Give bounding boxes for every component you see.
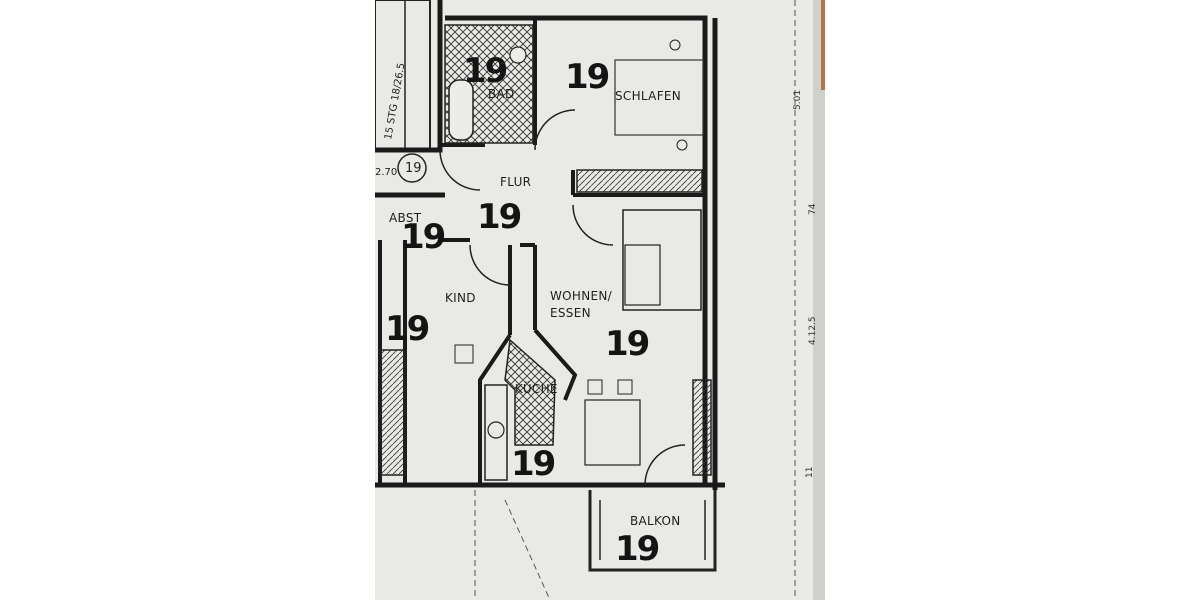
door-swings <box>439 109 686 486</box>
desk <box>454 344 474 364</box>
toilet <box>509 46 527 64</box>
bed <box>614 59 704 136</box>
margin-dim-3: 4.12.5 <box>808 316 818 345</box>
room-label-kueche: KÜCHE <box>515 380 558 396</box>
floor-plan-photo: BAD SCHLAFEN FLUR ABST KIND WOHNEN/ ESSE… <box>375 0 825 600</box>
room-label-kind: KIND <box>445 291 476 305</box>
handwritten-number-abst: 19 <box>401 217 445 257</box>
dining-table <box>584 399 641 466</box>
shelf <box>692 379 712 476</box>
handwritten-number-flur: 19 <box>477 197 521 237</box>
sofa <box>622 209 702 311</box>
handwritten-number-bad: 19 <box>463 51 507 91</box>
margin-dim-4: 11 <box>805 467 815 478</box>
background-strip <box>821 0 825 90</box>
balcony <box>588 490 717 572</box>
room-label-abst: ABST <box>389 211 422 225</box>
level-mark: 2.70 <box>375 167 397 178</box>
room-label-wohnen: WOHNEN/ <box>550 289 613 303</box>
handwritten-number-schlafen: 19 <box>565 57 609 97</box>
handwritten-number-balkon: 19 <box>615 529 659 569</box>
handwritten-number-kind: 19 <box>385 309 429 349</box>
circled-number: 19 <box>405 161 422 176</box>
kid-wardrobe <box>379 349 406 476</box>
floor-plan-drawing: BAD SCHLAFEN FLUR ABST KIND WOHNEN/ ESSE… <box>375 0 825 600</box>
paper-edge <box>813 0 825 600</box>
margin-dim-1: 5.01 <box>793 90 803 110</box>
exterior-lines <box>474 0 796 600</box>
wardrobe <box>576 169 703 193</box>
sink <box>487 421 505 439</box>
handwritten-number-wohnen: 19 <box>605 324 649 364</box>
margin-dim-2: 74 <box>808 203 818 215</box>
lamp-icon <box>669 39 681 51</box>
handwritten-number-kueche: 19 <box>511 444 555 484</box>
kitchen-tiles <box>504 338 556 446</box>
bathtub <box>448 79 474 141</box>
room-label-essen: ESSEN <box>550 306 591 320</box>
chair <box>587 379 603 395</box>
room-label-bad: BAD <box>488 87 515 101</box>
coffee-table <box>624 244 661 306</box>
circled-number-ring <box>397 153 427 183</box>
room-label-flur: FLUR <box>500 175 531 189</box>
room-label-schlafen: SCHLAFEN <box>615 89 681 103</box>
kitchen-counter <box>484 384 508 481</box>
chair-2 <box>617 379 633 395</box>
stair-label: 15 STG 18/26.5 <box>383 62 407 140</box>
lamp-icon-2 <box>676 139 688 151</box>
room-label-balkon: BALKON <box>630 514 681 528</box>
